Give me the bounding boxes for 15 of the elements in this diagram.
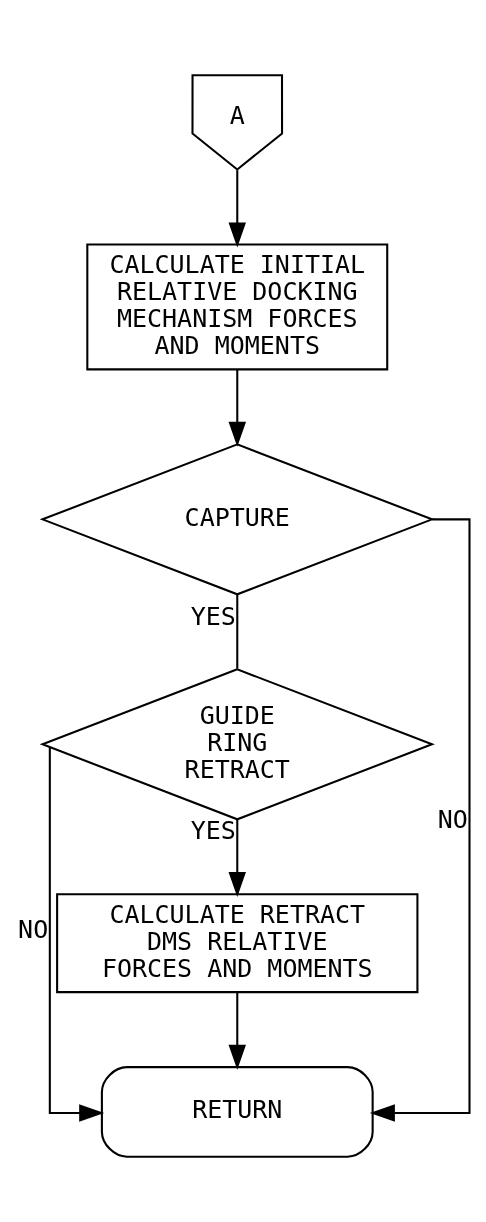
node-box: RETURN — [100, 1066, 374, 1158]
edge-label: YES — [190, 601, 236, 631]
arrow — [48, 747, 105, 1122]
arrow — [228, 170, 247, 248]
edge-label: NO — [437, 805, 468, 835]
arrow — [369, 518, 471, 1122]
node-box: CALCULATE INITIAL RELATIVE DOCKING MECHANISM FORCES AND MOMENTS — [86, 243, 389, 371]
arrow — [228, 992, 247, 1070]
connector — [236, 594, 239, 669]
edge-label: NO — [18, 915, 49, 945]
arrow — [228, 819, 247, 897]
node-diamond: CAPTURE — [39, 443, 435, 596]
node-box: CALCULATE RETRACT DMS RELATIVE FORCES AND MOMENTS — [56, 893, 419, 994]
node-diamond: GUIDE RING RETRACT — [39, 668, 435, 821]
arrow — [228, 369, 247, 447]
